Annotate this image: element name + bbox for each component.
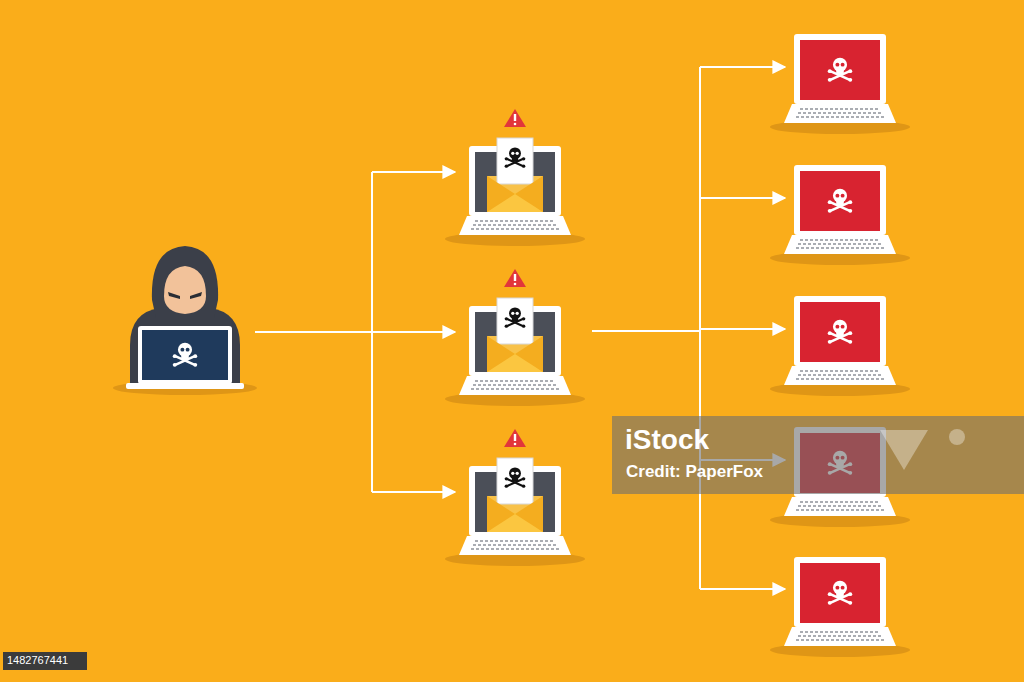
watermark-band	[612, 416, 1024, 494]
watermark-credit: Credit: PaperFox	[626, 462, 763, 482]
hacker-figure	[113, 246, 257, 395]
id-band	[3, 652, 87, 670]
watermark-logo	[880, 429, 965, 470]
watermark-brand: iStock	[625, 424, 709, 456]
image-id: 1482767441	[7, 654, 68, 666]
connector-lines	[255, 67, 785, 589]
infected-laptops	[770, 34, 910, 657]
email-laptops	[445, 109, 585, 566]
